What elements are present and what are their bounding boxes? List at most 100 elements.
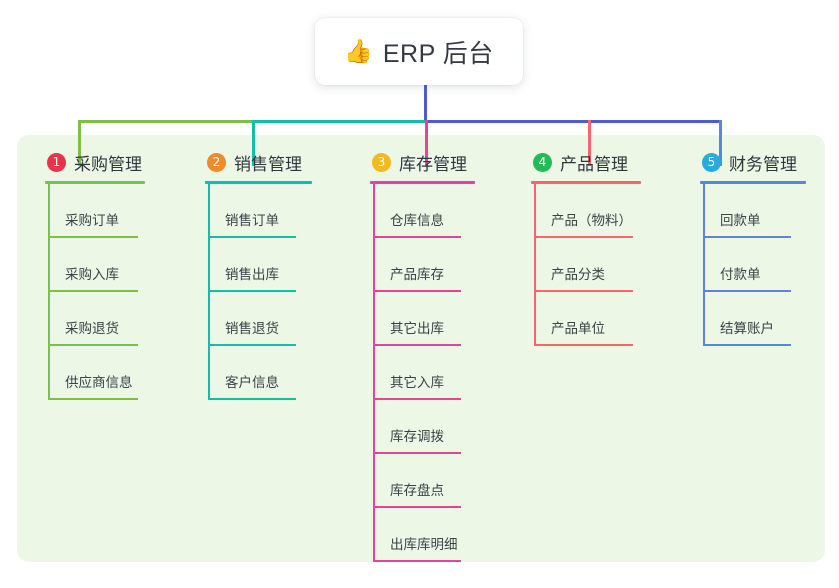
column-badge-1: 1 (47, 152, 66, 172)
list-item-rule (373, 398, 461, 400)
list-item-rule (208, 398, 296, 400)
list-item[interactable]: 销售退货 (205, 292, 352, 346)
list-item-label: 供应商信息 (65, 375, 133, 390)
list-item[interactable]: 回款单 (700, 184, 839, 238)
root-stem (424, 85, 427, 123)
list-item-rule (373, 344, 461, 346)
root-node-content: 👍 ERP 后台 (344, 34, 494, 70)
list-item-label: 销售退货 (225, 321, 279, 336)
list-item[interactable]: 付款单 (700, 238, 839, 292)
list-item[interactable]: 库存调拨 (370, 400, 515, 454)
list-item-rule (703, 236, 791, 238)
drop-pink (425, 120, 428, 166)
column-header-rule (205, 181, 312, 184)
list-item-label: 产品（物料） (551, 213, 632, 228)
list-item-label: 其它入库 (390, 375, 444, 390)
diagram-panel (17, 135, 825, 562)
list-item-label: 付款单 (720, 267, 761, 282)
column-badge-3: 3 (372, 152, 391, 172)
column-header-财务管理[interactable]: 5 财务管理 (700, 148, 839, 176)
bus-teal (252, 120, 427, 123)
list-item-rule (48, 236, 138, 238)
list-item-label: 其它出库 (390, 321, 444, 336)
column-title-label: 产品管理 (560, 154, 628, 174)
column-header-rule (45, 181, 145, 184)
list-item-rule (534, 290, 633, 292)
list-item[interactable]: 客户信息 (205, 346, 352, 400)
list-item-label: 产品单位 (551, 321, 605, 336)
list-item[interactable]: 销售出库 (205, 238, 352, 292)
column-items: 销售订单销售出库销售退货客户信息 (205, 184, 352, 400)
list-item[interactable]: 库存盘点 (370, 454, 515, 508)
list-item-label: 采购入库 (65, 267, 119, 282)
list-item-label: 销售出库 (225, 267, 279, 282)
list-item[interactable]: 采购入库 (45, 238, 185, 292)
list-item[interactable]: 产品单位 (531, 292, 681, 346)
column-库存管理: 3 库存管理仓库信息产品库存其它出库其它入库库存调拨库存盘点出库库明细 (370, 148, 515, 562)
column-采购管理: 1 采购管理采购订单采购入库采购退货供应商信息 (45, 148, 185, 400)
list-item[interactable]: 销售订单 (205, 184, 352, 238)
column-trunk-line (373, 184, 375, 562)
list-item-label: 结算账户 (720, 321, 774, 336)
list-item[interactable]: 采购订单 (45, 184, 185, 238)
column-items: 仓库信息产品库存其它出库其它入库库存调拨库存盘点出库库明细 (370, 184, 515, 562)
drop-green (78, 120, 81, 166)
list-item-rule (703, 344, 791, 346)
drop-red (588, 120, 591, 166)
column-title-label: 采购管理 (74, 154, 142, 174)
column-title-label: 财务管理 (729, 154, 797, 174)
list-item-label: 采购退货 (65, 321, 119, 336)
column-trunk-line (703, 184, 705, 346)
column-财务管理: 5 财务管理回款单付款单结算账户 (700, 148, 839, 346)
column-trunk-line (48, 184, 50, 400)
column-header-rule (531, 181, 641, 184)
list-item-rule (208, 290, 296, 292)
column-badge-5: 5 (702, 152, 721, 172)
column-header-rule (370, 181, 475, 184)
list-item[interactable]: 其它入库 (370, 346, 515, 400)
column-header-库存管理[interactable]: 3 库存管理 (370, 148, 515, 176)
column-header-采购管理[interactable]: 1 采购管理 (45, 148, 185, 176)
column-title-label: 库存管理 (399, 154, 467, 174)
list-item-rule (534, 236, 633, 238)
list-item[interactable]: 产品库存 (370, 238, 515, 292)
list-item[interactable]: 产品（物料） (531, 184, 681, 238)
list-item[interactable]: 产品分类 (531, 238, 681, 292)
list-item-rule (534, 344, 633, 346)
list-item-label: 采购订单 (65, 213, 119, 228)
bus-purple (425, 120, 720, 123)
list-item[interactable]: 其它出库 (370, 292, 515, 346)
list-item-label: 产品库存 (390, 267, 444, 282)
column-header-产品管理[interactable]: 4 产品管理 (531, 148, 681, 176)
column-badge-4: 4 (533, 152, 552, 172)
list-item-label: 库存盘点 (390, 483, 444, 498)
list-item[interactable]: 仓库信息 (370, 184, 515, 238)
column-trunk-line (208, 184, 210, 400)
list-item[interactable]: 出库库明细 (370, 508, 515, 562)
bus-green (78, 120, 253, 123)
column-items: 产品（物料） 产品分类产品单位 (531, 184, 681, 346)
list-item-rule (373, 290, 461, 292)
column-trunk-line (534, 184, 536, 346)
list-item-label: 仓库信息 (390, 213, 444, 228)
thumbs-up-icon: 👍 (344, 38, 373, 64)
root-node-card[interactable]: 👍 ERP 后台 (315, 18, 523, 85)
list-item-rule (373, 236, 461, 238)
drop-blue (719, 120, 722, 166)
list-item-rule (703, 290, 791, 292)
list-item[interactable]: 采购退货 (45, 292, 185, 346)
column-items: 采购订单采购入库采购退货供应商信息 (45, 184, 185, 400)
list-item-label: 销售订单 (225, 213, 279, 228)
list-item-label: 回款单 (720, 213, 761, 228)
list-item-rule (373, 506, 461, 508)
column-items: 回款单付款单结算账户 (700, 184, 839, 346)
list-item-rule (208, 344, 296, 346)
list-item-rule (48, 290, 138, 292)
list-item-label: 产品分类 (551, 267, 605, 282)
list-item[interactable]: 结算账户 (700, 292, 839, 346)
list-item-label: 出库库明细 (390, 537, 458, 552)
list-item-rule (48, 344, 138, 346)
list-item[interactable]: 供应商信息 (45, 346, 185, 400)
